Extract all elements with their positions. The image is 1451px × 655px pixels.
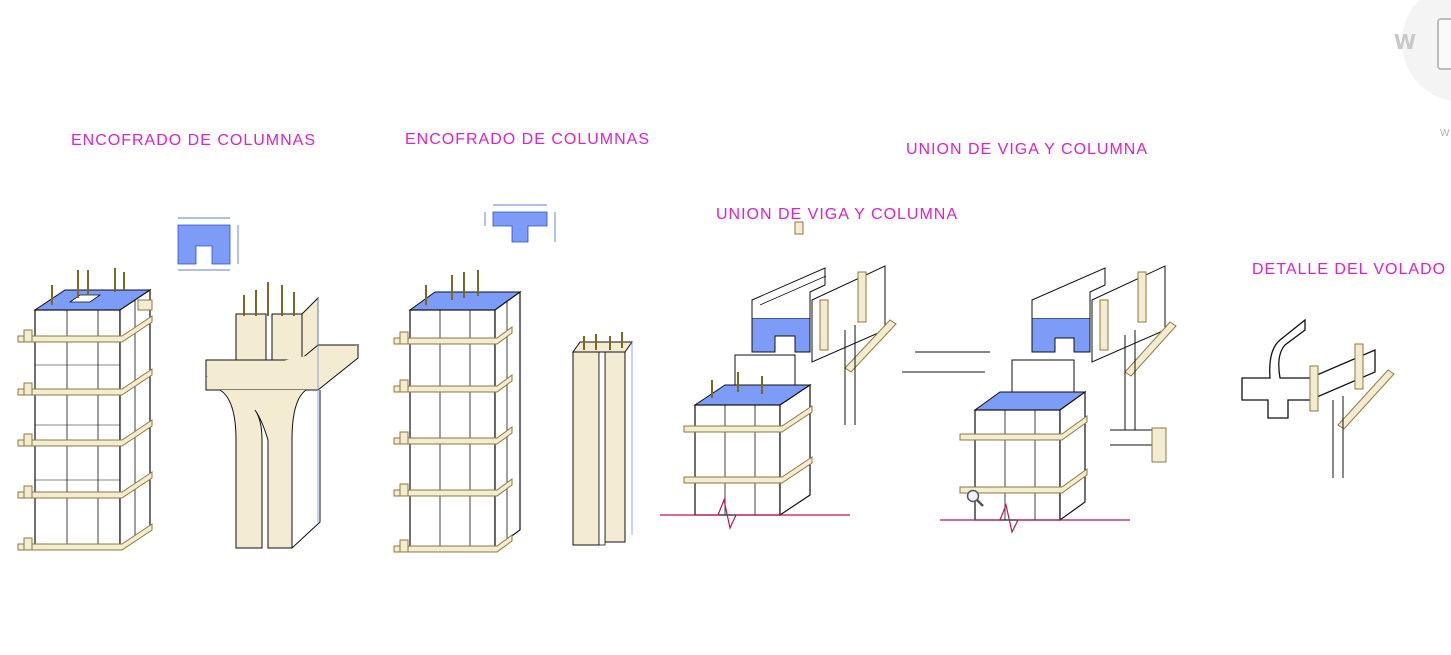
- magnifier-cursor-icon: [966, 489, 984, 507]
- section-detail-2: [484, 204, 556, 243]
- cantilever-detail: [1241, 318, 1395, 478]
- t-column: [572, 332, 633, 546]
- title-encofrado-2: ENCOFRADO DE COLUMNAS: [405, 131, 651, 148]
- title-detalle-volado: DETALLE DEL VOLADO: [1252, 261, 1447, 278]
- title-encofrado-1: ENCOFRADO DE COLUMNAS: [71, 132, 317, 149]
- section-detail-1: [177, 217, 239, 271]
- column-capital: [205, 282, 360, 549]
- viewcube-box[interactable]: [1437, 18, 1451, 70]
- title-union-2: UNION DE VIGA Y COLUMNA: [906, 141, 1149, 158]
- beam-column-joint-2: [902, 265, 1177, 534]
- column-formwork-1: [17, 268, 153, 551]
- title-union-1: UNION DE VIGA Y COLUMNA: [716, 206, 959, 223]
- viewcube-west-label[interactable]: W: [1394, 30, 1417, 54]
- column-formwork-2: [393, 270, 522, 553]
- viewcube-west-small: W: [1440, 128, 1450, 139]
- beam-column-joint-1: [660, 221, 897, 530]
